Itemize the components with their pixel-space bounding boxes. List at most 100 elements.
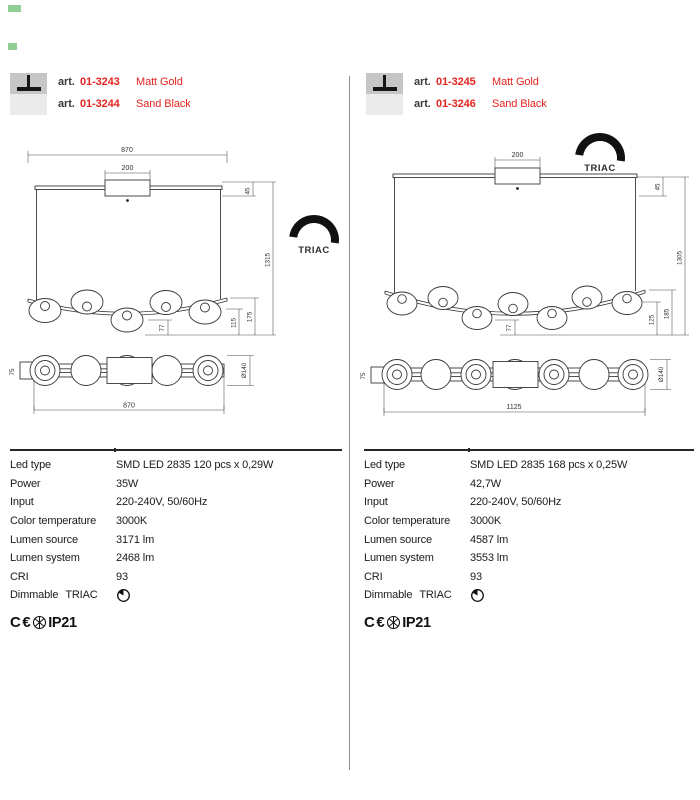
spec-label: Input bbox=[364, 496, 388, 509]
spec-label: CRI bbox=[364, 570, 383, 583]
dimmable-value bbox=[470, 588, 694, 603]
dim-head-offset: 77 bbox=[506, 324, 513, 332]
spec-table-left: Led type SMD LED 2835 120 pcs x 0,29W Po… bbox=[10, 448, 342, 632]
dimmer-dial-icon bbox=[117, 589, 130, 602]
spec-label: Led type bbox=[10, 459, 52, 472]
ce-mark: C€ bbox=[10, 614, 33, 632]
spec-value: SMD LED 2835 120 pcs x 0,29W bbox=[116, 459, 274, 472]
ceiling-mount-icon bbox=[10, 73, 47, 115]
spec-value: 35W bbox=[116, 477, 139, 490]
spec-row: Color temperature 3000K bbox=[10, 512, 342, 531]
dim-diameter: Ø140 bbox=[658, 366, 665, 382]
art-label: art. bbox=[58, 98, 75, 110]
dim-diameter: Ø140 bbox=[241, 362, 248, 378]
certification-row: C€ IP21 bbox=[10, 614, 342, 632]
article-finish: Sand Black bbox=[492, 98, 547, 110]
spec-row: CRI 93 bbox=[10, 568, 342, 587]
spec-row: Lumen source 4587 lm bbox=[364, 530, 694, 549]
dim-head-inner: 125 bbox=[649, 314, 656, 325]
spec-label: Led type bbox=[364, 459, 406, 472]
article-row: art. 01-3245 Matt Gold bbox=[414, 76, 547, 91]
ip-rating: IP21 bbox=[402, 614, 431, 631]
spec-row: Color temperature 3000K bbox=[364, 512, 694, 531]
lamp-heads bbox=[28, 289, 222, 333]
dim-drop: 1315 bbox=[265, 253, 272, 268]
article-list: art. 01-3243 Matt Gold art. 01-3244 Sand… bbox=[58, 76, 191, 120]
ip-rating: IP21 bbox=[48, 614, 77, 631]
spec-label: Lumen source bbox=[10, 533, 78, 546]
top-view-drawing-right: 75 Ø140 1125 bbox=[360, 359, 671, 416]
spec-label: Color temperature bbox=[10, 515, 97, 528]
dim-canopy-width: 200 bbox=[122, 165, 134, 172]
ce-mark: C€ bbox=[364, 614, 387, 632]
article-row: art. 01-3243 Matt Gold bbox=[58, 76, 191, 91]
triac-label: TRIAC bbox=[584, 163, 616, 174]
art-label: art. bbox=[414, 98, 431, 110]
dim-head-offset: 77 bbox=[159, 324, 166, 332]
article-finish: Matt Gold bbox=[492, 76, 539, 88]
spec-row: Lumen system 3553 lm bbox=[364, 549, 694, 568]
lamp-heads-top bbox=[381, 359, 649, 390]
dim-canopy-height: 45 bbox=[245, 187, 252, 195]
article-row: art. 01-3244 Sand Black bbox=[58, 98, 191, 113]
spec-value: 3553 lm bbox=[470, 552, 509, 565]
dim-total-width: 870 bbox=[121, 147, 133, 154]
dim-end-width: 75 bbox=[360, 372, 367, 380]
cert-circle-icon bbox=[387, 616, 401, 630]
spec-row: Led type SMD LED 2835 120 pcs x 0,29W bbox=[10, 456, 342, 475]
spec-table-right: Led type SMD LED 2835 168 pcs x 0,25W Po… bbox=[364, 448, 694, 632]
dim-head-outer: 185 bbox=[664, 308, 671, 319]
article-code: 01-3246 bbox=[436, 98, 476, 110]
spec-label: Power bbox=[10, 477, 41, 490]
spec-label: Power bbox=[364, 477, 395, 490]
spec-value: 42,7W bbox=[470, 477, 502, 490]
spec-label: Lumen source bbox=[364, 533, 432, 546]
dim-end-width: 75 bbox=[9, 368, 16, 376]
article-list: art. 01-3245 Matt Gold art. 01-3246 Sand… bbox=[414, 76, 547, 120]
article-code: 01-3243 bbox=[80, 76, 120, 88]
spec-row: Input 220-240V, 50/60Hz bbox=[364, 493, 694, 512]
dimmer-dial-icon bbox=[471, 589, 484, 602]
spec-label: Color temperature bbox=[364, 515, 451, 528]
spec-row: Lumen system 2468 lm bbox=[10, 549, 342, 568]
spec-row: Lumen source 3171 lm bbox=[10, 530, 342, 549]
spec-label: Lumen system bbox=[10, 552, 80, 565]
article-finish: Sand Black bbox=[136, 98, 191, 110]
spec-value: 4587 lm bbox=[470, 533, 509, 546]
front-view-drawing-right: 200 45 1305 185 125 77 bbox=[384, 133, 689, 336]
product-header-left: art. 01-3243 Matt Gold art. 01-3244 Sand… bbox=[10, 73, 191, 120]
article-finish: Matt Gold bbox=[136, 76, 183, 88]
spec-row: Power 42,7W bbox=[364, 475, 694, 494]
spec-row: Led type SMD LED 2835 168 pcs x 0,25W bbox=[364, 456, 694, 475]
dim-head-inner: 115 bbox=[231, 317, 238, 328]
lamp-heads-top bbox=[29, 355, 224, 386]
art-label: art. bbox=[414, 76, 431, 88]
spec-value: 2468 lm bbox=[116, 552, 155, 565]
dimmable-value bbox=[116, 588, 342, 603]
dim-head-outer: 175 bbox=[247, 311, 254, 322]
spec-row: Input 220-240V, 50/60Hz bbox=[10, 493, 342, 512]
art-label: art. bbox=[58, 76, 75, 88]
dim-drop: 1305 bbox=[677, 251, 684, 266]
spec-value: SMD LED 2835 168 pcs x 0,25W bbox=[470, 459, 628, 472]
spec-label: Lumen system bbox=[364, 552, 434, 565]
spec-value: 220-240V, 50/60Hz bbox=[116, 496, 208, 509]
triac-icon bbox=[575, 133, 625, 162]
front-view-drawing-left: 870 200 45 1315 175 115 77 bbox=[27, 147, 339, 336]
green-mark bbox=[8, 5, 21, 12]
spec-value: 93 bbox=[116, 570, 128, 583]
dim-canopy-width: 200 bbox=[512, 152, 524, 159]
column-divider bbox=[349, 76, 350, 770]
spec-value: 3171 lm bbox=[116, 533, 155, 546]
product-header-right: art. 01-3245 Matt Gold art. 01-3246 Sand… bbox=[366, 73, 547, 120]
spec-value: 3000K bbox=[116, 515, 148, 528]
lamp-heads bbox=[386, 285, 643, 330]
dim-length: 1125 bbox=[506, 404, 521, 411]
article-code: 01-3245 bbox=[436, 76, 476, 88]
triac-label: TRIAC bbox=[298, 245, 330, 256]
